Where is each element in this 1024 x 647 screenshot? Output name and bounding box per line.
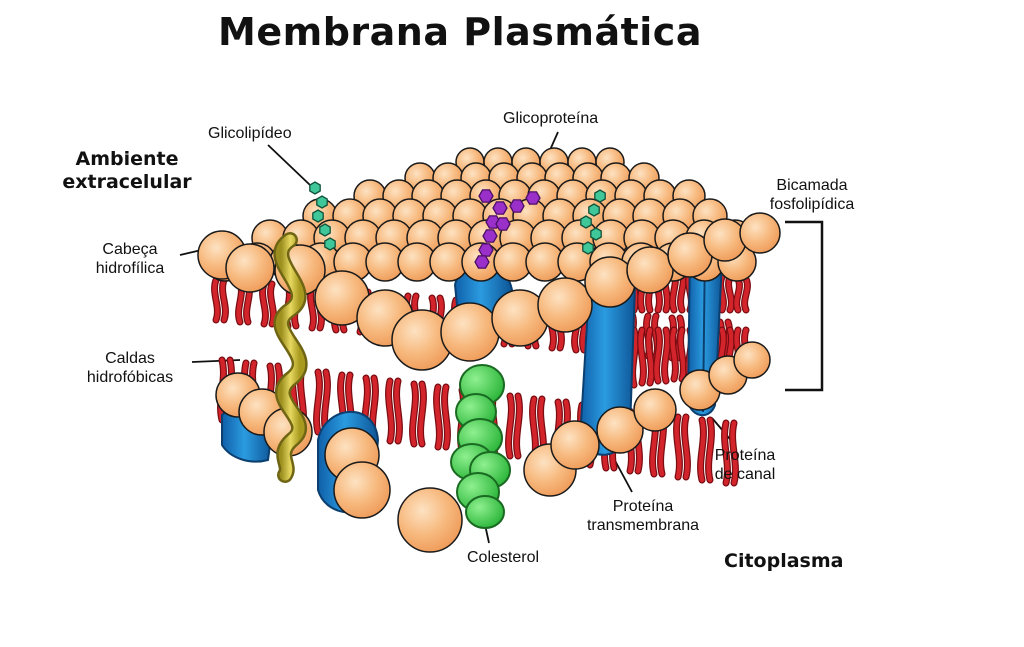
sugar-unit bbox=[495, 217, 511, 231]
sugar-unit bbox=[316, 195, 328, 209]
sugar-unit bbox=[478, 189, 494, 203]
fatty-acid-tail bbox=[268, 281, 276, 327]
sugar-unit bbox=[492, 201, 508, 215]
fatty-acid-tail bbox=[726, 274, 734, 313]
sugar-unit bbox=[319, 223, 331, 237]
fatty-acid-tail bbox=[212, 277, 220, 323]
sugar-unit bbox=[482, 229, 498, 243]
label-proteina-de-canal: Proteína de canal bbox=[714, 447, 776, 483]
cholesterol bbox=[450, 364, 511, 529]
fatty-acid-tail bbox=[220, 277, 228, 323]
sugar-unit bbox=[580, 215, 592, 229]
sugar-unit bbox=[324, 237, 336, 251]
fatty-acid-tail bbox=[308, 285, 316, 331]
fatty-acid-tail bbox=[646, 327, 654, 386]
bilayer-bracket bbox=[785, 220, 824, 392]
phospholipid-head bbox=[225, 243, 275, 293]
sugar-unit bbox=[588, 203, 600, 217]
phospholipid-head bbox=[333, 461, 391, 519]
label-bicamada-fosfolipidica: Bicamada fosfolipídica bbox=[769, 177, 855, 213]
fatty-acid-tail bbox=[418, 381, 426, 447]
sugar-unit bbox=[478, 243, 494, 257]
fatty-acid-tail bbox=[386, 378, 394, 444]
fatty-acid-tail bbox=[734, 276, 742, 313]
fatty-acid-tail bbox=[722, 420, 730, 486]
phospholipid-head bbox=[397, 487, 463, 553]
fatty-acid-tail bbox=[442, 384, 450, 450]
fatty-acid-tail bbox=[630, 327, 638, 388]
label-glicoproteina: Glicoproteína bbox=[503, 110, 599, 127]
fatty-acid-tail bbox=[742, 276, 750, 313]
sugar-unit bbox=[590, 227, 602, 241]
label-glicolipideo: Glicolipídeo bbox=[208, 125, 292, 142]
fatty-acid-tail bbox=[706, 417, 714, 483]
glycolipid-chains bbox=[309, 181, 606, 255]
fatty-acid-tail bbox=[410, 381, 418, 447]
phospholipid-head bbox=[550, 420, 600, 470]
label-proteina-transmembrana: Proteína transmembrana bbox=[586, 498, 700, 534]
alpha-helix-protein bbox=[273, 232, 308, 483]
sugar-unit bbox=[525, 191, 541, 205]
label-cabeca-hidrofilica: Cabeça hidrofílica bbox=[95, 241, 165, 277]
label-caldas-hidrofobicas: Caldas hidrofóbicas bbox=[86, 350, 174, 386]
fatty-acid-tail bbox=[434, 384, 442, 450]
sugar-unit bbox=[474, 255, 490, 269]
phospholipid-head bbox=[626, 246, 674, 294]
sugar-unit bbox=[309, 181, 321, 195]
fatty-acid-tail bbox=[662, 327, 670, 384]
sugar-unit bbox=[594, 189, 606, 203]
fatty-acid-tail bbox=[314, 369, 322, 435]
fatty-acid-tail bbox=[698, 417, 706, 483]
fatty-acid-tail bbox=[514, 393, 522, 459]
glycoprotein-chain bbox=[474, 189, 541, 269]
fatty-acid-tail bbox=[654, 327, 662, 384]
fatty-acid-tail bbox=[394, 378, 402, 444]
fatty-acid-tail bbox=[730, 420, 738, 486]
fatty-acid-tail bbox=[670, 327, 678, 382]
sugar-unit bbox=[582, 241, 594, 255]
fatty-acid-tail bbox=[682, 414, 690, 480]
phospholipid-head bbox=[537, 277, 593, 333]
phospholipid-head bbox=[596, 406, 644, 454]
phospholipid-head bbox=[733, 341, 771, 379]
label-ambiente-extracelular: Ambiente extracelular bbox=[62, 148, 192, 193]
fatty-acid-tail bbox=[506, 393, 514, 459]
phospholipid-head bbox=[633, 388, 677, 432]
sugar-unit bbox=[312, 209, 324, 223]
label-citoplasma: Citoplasma bbox=[724, 550, 844, 572]
fatty-acid-tail bbox=[638, 327, 646, 386]
fatty-acid-tail bbox=[260, 281, 268, 327]
sugar-unit bbox=[509, 199, 525, 213]
label-colesterol: Colesterol bbox=[467, 549, 540, 566]
diagram-title: Membrana Plasmática bbox=[218, 10, 702, 54]
phospholipid-head bbox=[739, 212, 781, 254]
fatty-acid-tail bbox=[674, 414, 682, 480]
phospholipid-head bbox=[703, 218, 747, 262]
hydrophilic-heads bbox=[197, 147, 781, 553]
phospholipid-head bbox=[440, 302, 500, 362]
fatty-acid-tail bbox=[678, 327, 686, 382]
